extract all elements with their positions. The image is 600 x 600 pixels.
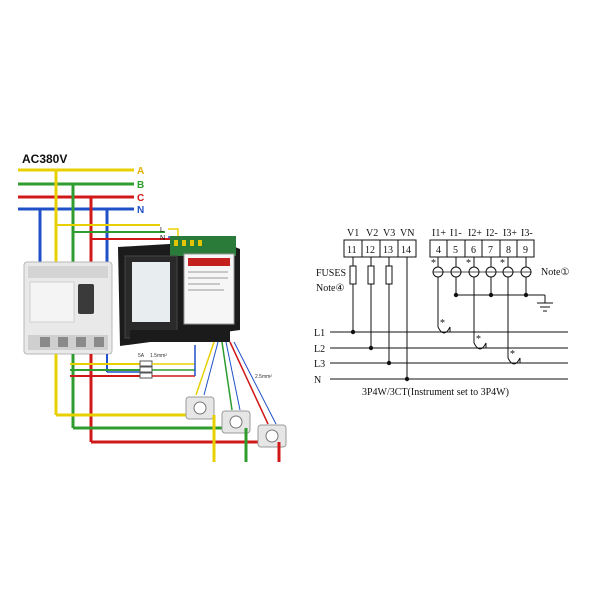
fuse-3 <box>139 372 153 379</box>
terminal-6: 6 <box>471 245 476 256</box>
ct1-lead-2 <box>203 341 219 396</box>
fuse-1 <box>139 360 153 367</box>
fuse-v3 <box>385 265 393 285</box>
meter-terminal-3 <box>190 240 194 246</box>
phase-a-label: A <box>137 166 144 177</box>
wiring-photo: AC380V A B C N <box>18 152 287 462</box>
ct-on-l1 <box>437 326 451 334</box>
ct-star-l3: * <box>510 349 515 360</box>
phase-c-label: C <box>137 193 144 204</box>
i2m-header: I2- <box>486 228 498 239</box>
breaker-screw-2 <box>58 337 68 347</box>
fuse-v2 <box>367 265 375 285</box>
terminal-11: 11 <box>347 245 357 256</box>
terminal-5: 5 <box>453 245 458 256</box>
current-transformer-2 <box>221 410 251 434</box>
label-n: N <box>314 375 321 386</box>
wire-gauge-2: 2.5mm² <box>255 374 272 380</box>
ct2-core <box>229 415 243 429</box>
vn-header: VN <box>400 228 414 239</box>
meter-terminal-2 <box>182 240 186 246</box>
meter-terminal-block <box>170 236 236 256</box>
ct3-lead-2 <box>233 341 277 425</box>
i1m-header: I1- <box>450 228 462 239</box>
dot-ret-5 <box>453 292 459 298</box>
breaker-top-strip <box>28 266 108 278</box>
terminal-12: 12 <box>365 245 375 256</box>
dot-ret-7 <box>488 292 494 298</box>
breaker-label-plate <box>29 281 75 323</box>
i3m-header: I3- <box>521 228 533 239</box>
power-meter <box>118 236 240 346</box>
label-l3: L3 <box>314 359 325 370</box>
polarity-star-1: * <box>431 258 436 269</box>
phase-n-label: N <box>137 205 144 216</box>
meter-terminal-4 <box>198 240 202 246</box>
breaker-screw-3 <box>76 337 86 347</box>
ct-star-l2: * <box>476 334 481 345</box>
terminal-4: 4 <box>436 245 441 256</box>
phase-b-label: B <box>137 180 144 191</box>
i3p-header: I3+ <box>503 228 517 239</box>
fuse-rating: 5A <box>138 353 145 359</box>
v3-header: V3 <box>383 228 395 239</box>
polarity-star-2: * <box>466 258 471 269</box>
breaker-screw-1 <box>40 337 50 347</box>
terminal-13: 13 <box>383 245 393 256</box>
breaker-screw-4 <box>94 337 104 347</box>
wire-gauge-1: 1.5mm² <box>150 353 167 359</box>
terminal-8: 8 <box>506 245 511 256</box>
label-l1: L1 <box>314 328 325 339</box>
dot-ret-9 <box>523 292 529 298</box>
i1p-header: I1+ <box>432 228 446 239</box>
schematic: V1 V2 V3 VN 11 12 13 14 I1+ I1- I2+ I2- … <box>314 228 569 398</box>
terminal-7: 7 <box>488 245 493 256</box>
fuse-v1 <box>349 265 357 285</box>
terminal-14: 14 <box>401 245 411 256</box>
schematic-caption: 3P4W/3CT(Instrument set to 3P4W) <box>362 387 509 398</box>
terminal-n: N <box>160 235 165 242</box>
v2-header: V2 <box>366 228 378 239</box>
ct2-lead-2 <box>225 341 241 411</box>
v1-header: V1 <box>347 228 359 239</box>
meter-display <box>132 262 170 322</box>
ct-star-l1: * <box>440 318 445 329</box>
ct-on-l2 <box>473 342 487 350</box>
meter-rear-terminals <box>130 330 230 342</box>
ct3-lead-1 <box>229 341 269 425</box>
label-l2: L2 <box>314 344 325 355</box>
breaker-handle <box>78 284 94 314</box>
i2p-header: I2+ <box>468 228 482 239</box>
meter-brand-bar <box>188 258 230 266</box>
terminal-l: L <box>160 227 164 234</box>
ct2-lead-1 <box>221 341 233 411</box>
note4-label: Note④ <box>316 283 344 294</box>
ct1-core <box>193 401 207 415</box>
polarity-star-3: * <box>500 258 505 269</box>
fuses-label: FUSES <box>316 268 346 279</box>
meter-terminal-1 <box>174 240 178 246</box>
note1-label: Note① <box>541 267 569 278</box>
current-transformer-3 <box>257 424 287 448</box>
fuse-2 <box>139 366 153 373</box>
terminal-9: 9 <box>523 245 528 256</box>
ct-on-l3 <box>507 357 521 365</box>
current-transformer-1 <box>185 396 215 420</box>
ct1-lead-1 <box>195 341 215 396</box>
supply-label: AC380V <box>22 152 67 166</box>
ct3-core <box>265 429 279 443</box>
